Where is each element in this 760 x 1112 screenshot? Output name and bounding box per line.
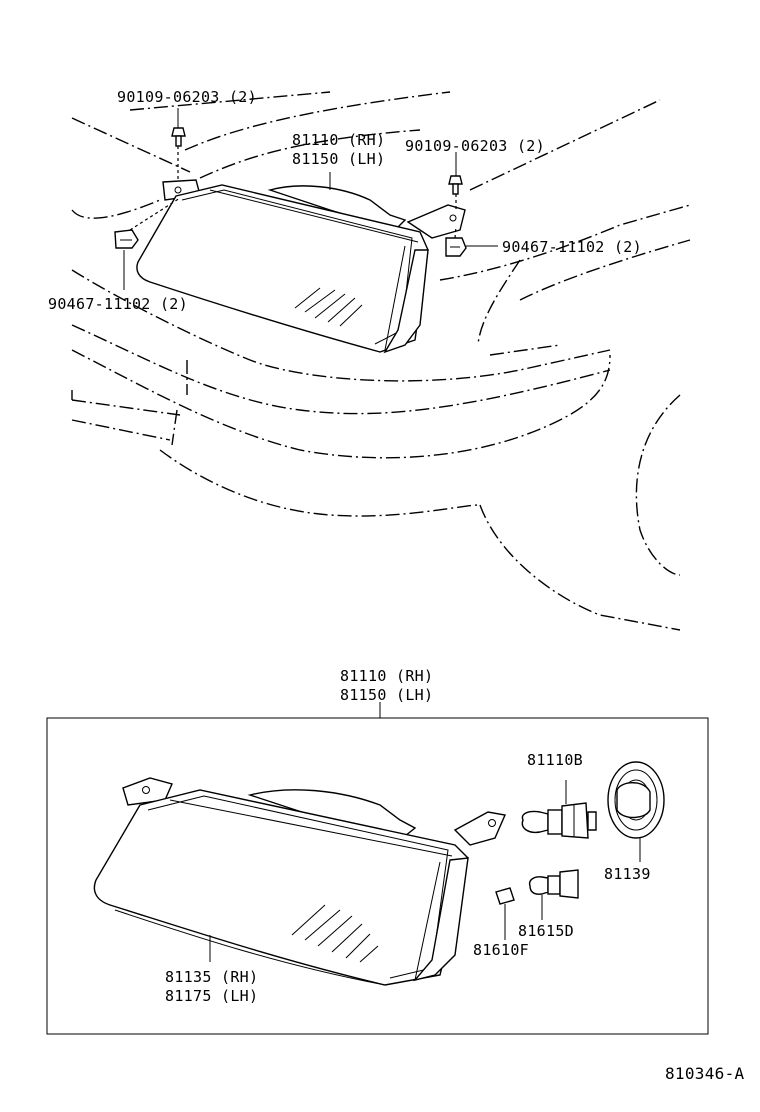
label-bulb-main: 81110B: [527, 751, 583, 769]
label-lens-rh: 81135 (RH): [165, 968, 259, 986]
label-bolt-left: 90109-06203 (2): [117, 88, 257, 106]
label-unit-top-lh: 81150 (LH): [292, 150, 386, 168]
figure-id: 810346-A: [665, 1064, 745, 1083]
label-bulb-wedge: 81610F: [473, 941, 529, 959]
wedge-bulb-icon: [495, 887, 515, 940]
label-bolt-right: 90109-06203 (2): [405, 137, 545, 155]
label-nut-right: 90467-11102 (2): [502, 238, 642, 256]
label-lens-lh: 81175 (LH): [165, 987, 259, 1005]
headlamp-assembly-installed: [136, 179, 466, 354]
bolt-right-icon: [448, 175, 463, 210]
halogen-bulb-icon: [521, 780, 597, 839]
nut-left-icon: [114, 197, 181, 249]
vehicle-body-outline: [71, 91, 691, 631]
small-bulb-icon: [528, 869, 579, 920]
socket-cover-icon: [607, 761, 665, 862]
label-nut-left: 90467-11102 (2): [48, 295, 188, 313]
top-leader-lines: [123, 108, 498, 290]
label-socket-cover: 81139: [604, 865, 651, 883]
label-unit-box-lh: 81150 (LH): [340, 686, 434, 704]
bolt-left-icon: [171, 127, 186, 182]
headlamp-assembly-exploded: [93, 777, 506, 986]
label-unit-top-rh: 81110 (RH): [292, 131, 386, 149]
nut-right-icon: [445, 225, 467, 257]
label-unit-box-rh: 81110 (RH): [340, 667, 434, 685]
exploded-view-frame: [46, 717, 709, 1035]
label-bulb-small: 81615D: [518, 922, 574, 940]
